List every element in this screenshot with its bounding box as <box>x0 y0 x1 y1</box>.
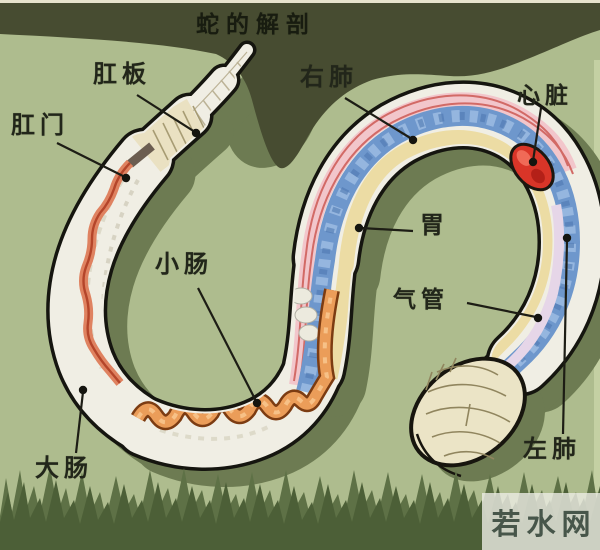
top-band <box>0 0 600 169</box>
label-anal-plate: 肛板 <box>93 61 151 88</box>
label-large-intestine: 大肠 <box>35 455 93 482</box>
line-small-intestine <box>197 287 257 402</box>
label-stomach: 胃 <box>420 212 449 239</box>
line-left-lung <box>561 239 569 435</box>
leader-lines <box>56 94 569 454</box>
watermark: 若水网 <box>482 493 600 550</box>
leader-dots <box>78 128 572 408</box>
line-heart <box>531 107 543 162</box>
diagram-title: 蛇的解剖 <box>196 11 316 37</box>
line-anus <box>56 142 126 178</box>
grass <box>0 466 600 550</box>
large-intestine-core <box>82 162 131 384</box>
lung-texture-light <box>300 109 577 397</box>
label-small-intestine: 小肠 <box>155 251 213 278</box>
label-trachea: 气管 <box>393 286 449 312</box>
label-heart: 心脏 <box>517 82 573 108</box>
line-trachea <box>466 301 537 319</box>
label-left-lung: 左肺 <box>523 436 581 463</box>
label-anus: 肛门 <box>11 112 69 139</box>
line-stomach <box>360 226 414 233</box>
organs <box>79 51 581 441</box>
pale-organs <box>289 287 320 342</box>
blue-organ-2 <box>243 360 281 384</box>
head-scales <box>425 357 511 460</box>
small-intestine-organ <box>131 288 340 431</box>
stomach-trachea-band <box>322 129 553 380</box>
watermark-text: 若水网 <box>491 508 597 541</box>
line-large-intestine <box>74 391 85 454</box>
line-anal-plate <box>136 94 196 133</box>
heart-organ <box>509 142 555 192</box>
cloaca <box>127 142 155 168</box>
line-right-lung <box>344 97 413 140</box>
label-right-lung: 右肺 <box>300 64 358 91</box>
